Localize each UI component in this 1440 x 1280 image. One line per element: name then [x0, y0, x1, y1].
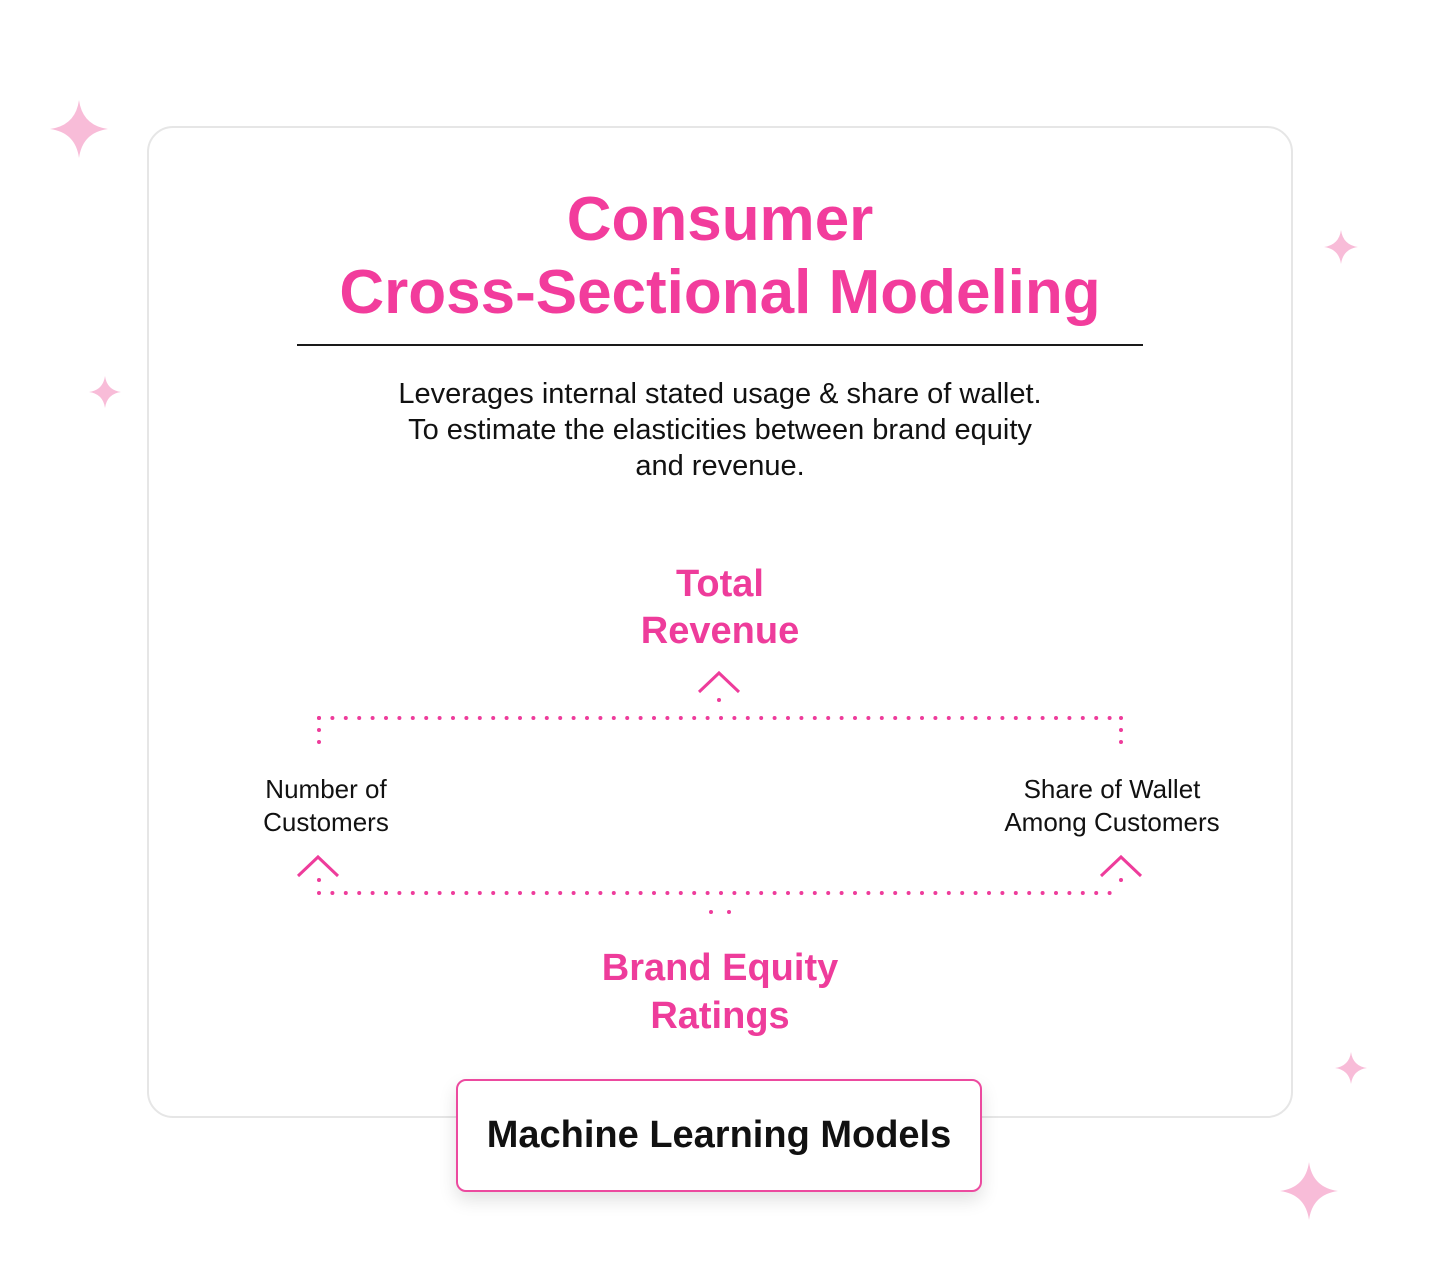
node-share-of-wallet-line1: Share of Wallet	[1023, 774, 1201, 804]
sparkle-icon	[1335, 1052, 1367, 1084]
node-number-of-customers-line1: Number of	[265, 774, 387, 804]
chevron-up-icon	[1099, 854, 1143, 878]
machine-learning-models-label: Machine Learning Models	[486, 1114, 952, 1156]
node-brand-equity-line1: Brand Equity	[601, 947, 839, 989]
chevron-up-icon	[697, 670, 741, 694]
machine-learning-models-badge: Machine Learning Models	[456, 1079, 982, 1192]
sparkle-icon	[1324, 230, 1358, 264]
node-number-of-customers-line2: Customers	[263, 807, 389, 837]
description-line: Leverages internal stated usage & share …	[398, 378, 1042, 410]
page-title-line2: Cross-Sectional Modeling	[339, 258, 1101, 327]
page-title-line1: Consumer	[566, 185, 874, 254]
node-total-revenue-line1: Total	[676, 563, 764, 605]
sparkle-icon	[50, 100, 108, 158]
sparkle-icon	[89, 376, 121, 408]
title-divider	[297, 344, 1143, 346]
node-share-of-wallet-line2: Among Customers	[1004, 807, 1220, 837]
chevron-up-icon	[296, 854, 340, 878]
node-brand-equity-line2: Ratings	[650, 995, 790, 1037]
node-total-revenue-line2: Revenue	[640, 610, 800, 652]
description-line: and revenue.	[635, 450, 805, 482]
diagram-card	[147, 126, 1293, 1118]
description-line: To estimate the elasticities between bra…	[408, 414, 1032, 446]
sparkle-icon	[1280, 1162, 1338, 1220]
